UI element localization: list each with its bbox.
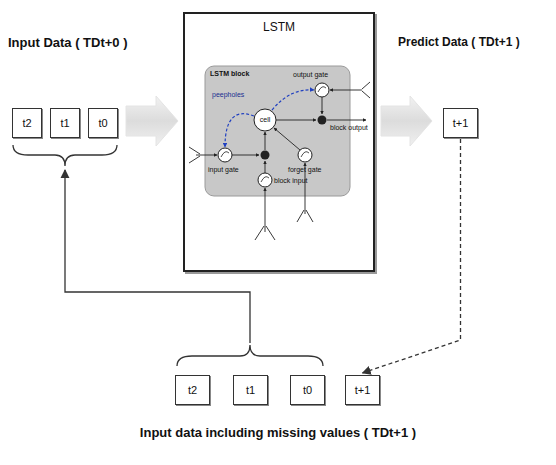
cell-label: cell — [260, 116, 271, 124]
dashed-connector — [363, 139, 461, 373]
gate-label: forget gate — [288, 166, 321, 174]
time-step-box: t0 — [290, 375, 325, 405]
brace — [13, 145, 117, 166]
time-step-box: t1 — [233, 375, 268, 405]
box-text: t+1 — [453, 117, 469, 130]
flow-arrow — [381, 96, 432, 146]
box-text: LSTM — [263, 21, 295, 35]
brace — [177, 345, 323, 366]
unit-label: block output — [330, 124, 368, 132]
gate-label: input gate — [208, 166, 239, 174]
output-heading: Predict Data ( TDt+1 ) — [398, 36, 520, 49]
box-text: t+1 — [355, 384, 371, 397]
time-step-box: t1 — [50, 108, 80, 138]
input-heading: Input Data ( TDt+0 ) — [8, 36, 128, 50]
time-step-box: t2 — [12, 108, 42, 138]
block-title: LSTM block — [210, 70, 249, 78]
time-step-box: t0 — [88, 108, 118, 138]
box-text: t2 — [22, 117, 31, 130]
unit-label: block input — [274, 177, 307, 185]
box-text: t1 — [60, 117, 69, 130]
gate-label: output gate — [293, 71, 328, 79]
box-text: t1 — [246, 384, 255, 397]
time-step-box: t2 — [175, 375, 210, 405]
box-text: t2 — [188, 384, 197, 397]
flow-arrow — [126, 96, 178, 146]
prediction-box: t+1 — [443, 108, 478, 138]
missing-value-box: t+1 — [345, 375, 380, 405]
box-text: t0 — [303, 384, 312, 397]
box-text: t0 — [98, 117, 107, 130]
lstm-illustration — [189, 66, 370, 240]
figure-caption: Input data including missing values ( TD… — [0, 426, 556, 440]
lstm-model-box: LSTM — [183, 12, 375, 272]
peephole-label: peepholes — [212, 91, 244, 99]
